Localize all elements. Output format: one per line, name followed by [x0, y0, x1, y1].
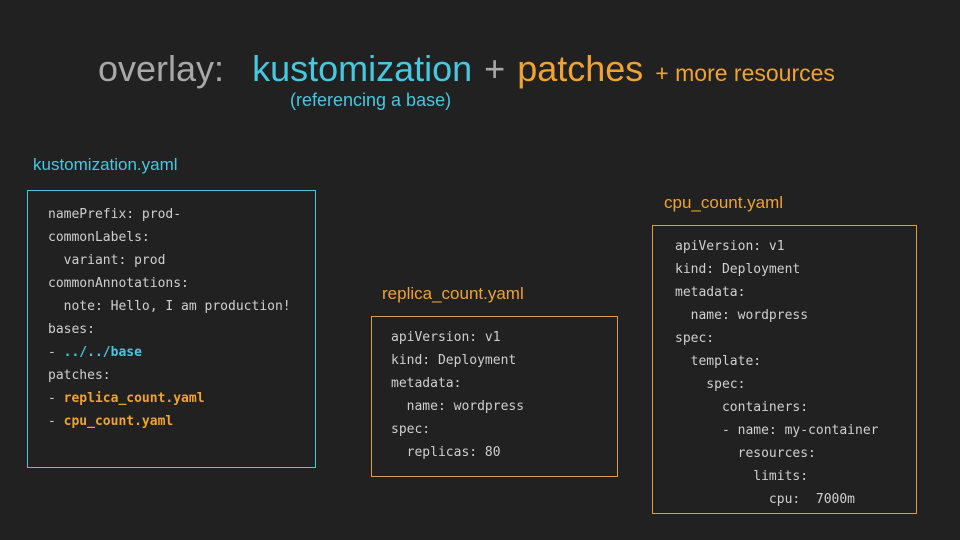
code-segment: name: wordpress: [391, 399, 525, 414]
code-segment: metadata:: [675, 285, 746, 300]
code-segment: - name: my-container: [675, 423, 879, 438]
code-line: spec:: [675, 327, 916, 350]
code-line: spec:: [391, 418, 617, 441]
code-segment: note: Hello, I am production!: [48, 299, 291, 314]
code-segment: ../../base: [63, 345, 142, 360]
code-line: resources:: [675, 442, 916, 465]
code-segment: metadata:: [391, 376, 462, 391]
code-segment: namePrefix: prod-: [48, 207, 182, 222]
code-segment: patches:: [48, 368, 111, 383]
code-line: containers:: [675, 396, 916, 419]
panel-label-kustomization: kustomization.yaml: [33, 155, 178, 174]
code-line: - ../../base: [48, 341, 315, 364]
code-segment: spec:: [675, 331, 715, 346]
code-segment: name: wordpress: [675, 308, 809, 323]
code-segment: spec:: [675, 377, 746, 392]
code-line: apiVersion: v1: [391, 326, 617, 349]
code-box-kustomization: namePrefix: prod-commonLabels: variant: …: [27, 190, 316, 468]
code-line: - name: my-container: [675, 419, 916, 442]
code-line: name: wordpress: [675, 304, 916, 327]
code-line: cpu: 7000m: [675, 488, 916, 511]
slide-title: overlay: kustomization + patches + more …: [98, 48, 835, 90]
code-segment: cpu: 7000m: [675, 492, 856, 507]
code-segment: apiVersion: v1: [391, 330, 501, 345]
code-line: commonAnnotations:: [48, 272, 315, 295]
code-line: metadata:: [391, 372, 617, 395]
code-segment: -: [48, 345, 64, 360]
code-line: commonLabels:: [48, 226, 315, 249]
code-segment: commonAnnotations:: [48, 276, 189, 291]
panel-label-replica-count: replica_count.yaml: [382, 284, 524, 303]
code-segment: kind: Deployment: [391, 353, 517, 368]
title-more-resources: + more resources: [655, 60, 835, 86]
code-segment: template:: [675, 354, 762, 369]
code-segment: cpu_count.yaml: [63, 414, 174, 429]
code-line: - replica_count.yaml: [48, 387, 315, 410]
code-segment: containers:: [675, 400, 809, 415]
code-segment: apiVersion: v1: [675, 239, 785, 254]
title-overlay: overlay:: [98, 48, 225, 89]
title-kustomization: kustomization: [252, 48, 473, 89]
code-line: apiVersion: v1: [675, 235, 916, 258]
code-segment: replicas: 80: [391, 445, 501, 460]
code-segment: -: [48, 391, 64, 406]
code-line: template:: [675, 350, 916, 373]
title-patches: patches: [517, 48, 644, 89]
code-line: namePrefix: prod-: [48, 203, 315, 226]
title-plus: +: [484, 48, 506, 89]
code-segment: limits:: [675, 469, 809, 484]
title-subtitle: (referencing a base): [290, 90, 452, 110]
code-line: metadata:: [675, 281, 916, 304]
panel-label-cpu-count: cpu_count.yaml: [664, 193, 784, 212]
code-line: limits:: [675, 465, 916, 488]
code-line: spec:: [675, 373, 916, 396]
code-segment: spec:: [391, 422, 431, 437]
code-segment: resources:: [675, 446, 816, 461]
code-line: note: Hello, I am production!: [48, 295, 315, 318]
code-line: - cpu_count.yaml: [48, 410, 315, 433]
code-line: replicas: 80: [391, 441, 617, 464]
code-segment: kind: Deployment: [675, 262, 801, 277]
code-line: variant: prod: [48, 249, 315, 272]
code-segment: commonLabels:: [48, 230, 150, 245]
code-segment: -: [48, 414, 64, 429]
code-line: kind: Deployment: [391, 349, 617, 372]
code-line: bases:: [48, 318, 315, 341]
code-segment: variant: prod: [48, 253, 166, 268]
code-segment: replica_count.yaml: [63, 391, 205, 406]
code-segment: bases:: [48, 322, 95, 337]
code-line: kind: Deployment: [675, 258, 916, 281]
code-line: patches:: [48, 364, 315, 387]
code-line: name: wordpress: [391, 395, 617, 418]
